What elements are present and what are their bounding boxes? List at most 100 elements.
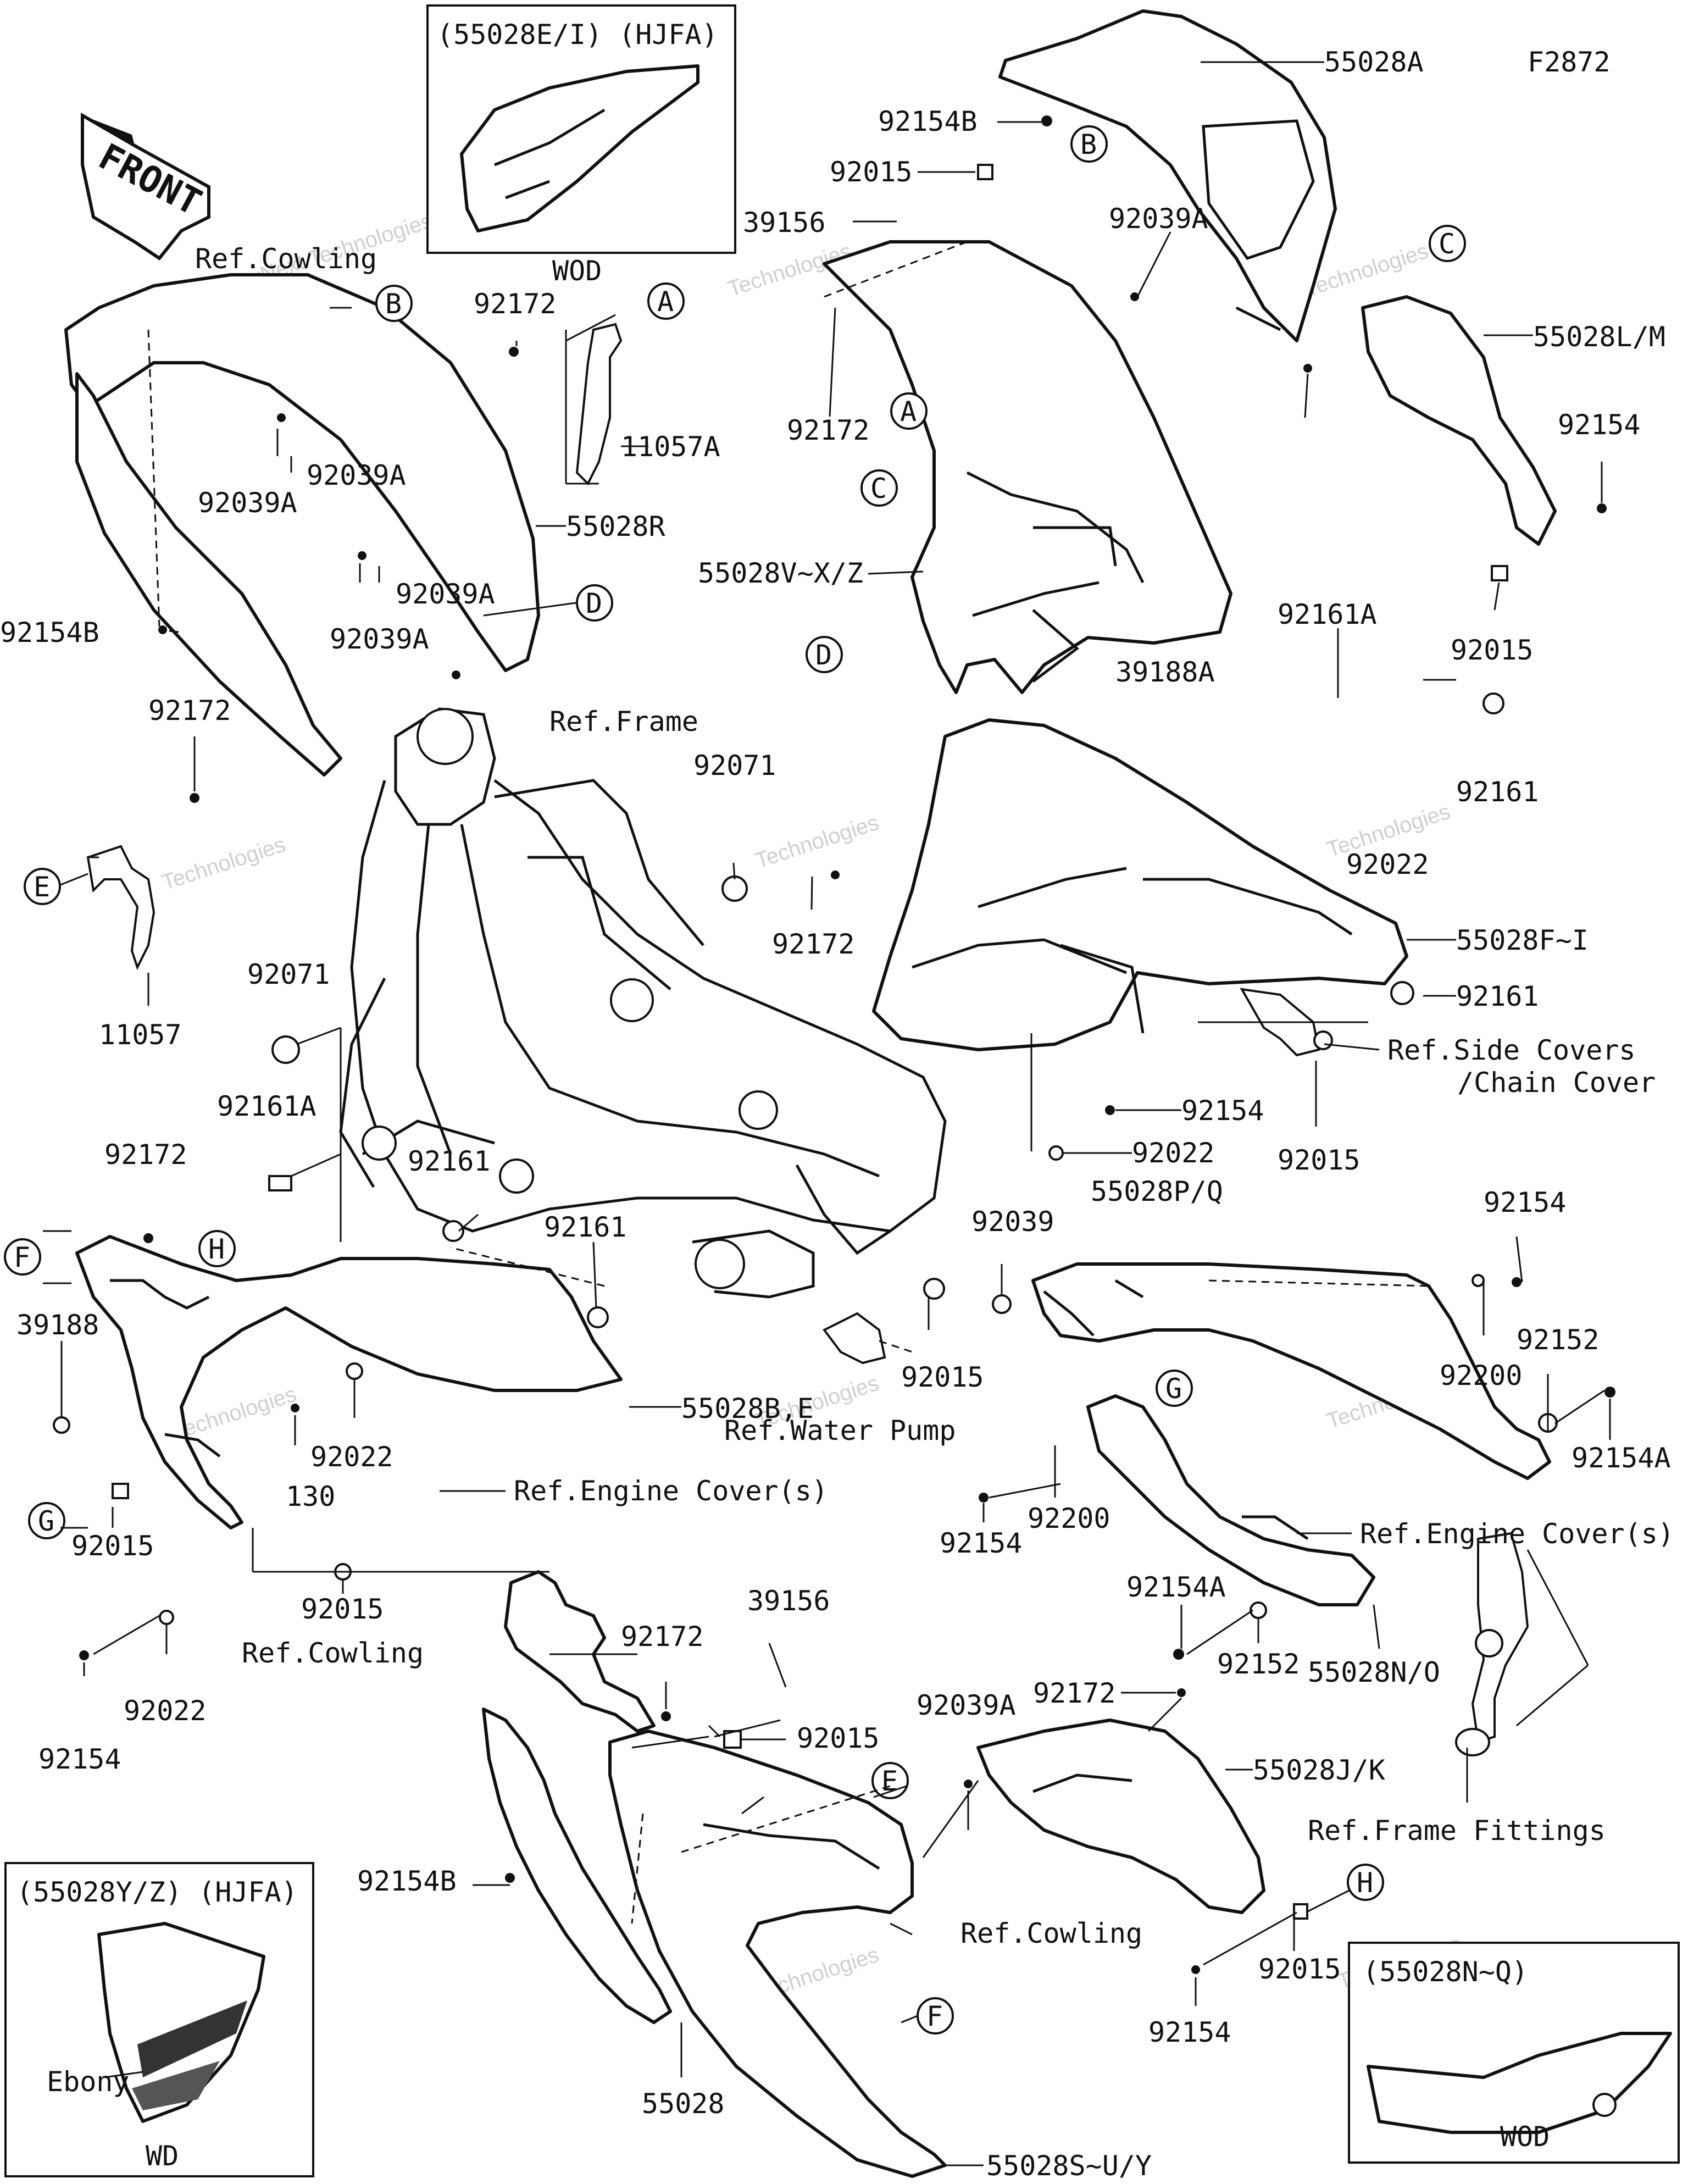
part-label: 92154 [1181,1095,1264,1127]
part-label: 92022 [124,1695,207,1727]
callout-H-1: H [198,1230,236,1267]
part-frame-fittings-bracket [1455,1532,1529,1756]
part-label: 92161 [1456,776,1539,808]
part-label: 92154 [1484,1187,1567,1218]
inset-caption: WD [146,2140,179,2172]
part-55028F-panel [872,718,1408,1051]
watermark: Technologies [159,833,288,895]
part-upper-cowl-bracket [504,1570,656,1733]
part-water-pump-bracket [822,1312,886,1365]
part-label: 39156 [747,1585,830,1617]
svg-text:F: F [14,1241,30,1273]
svg-text:B: B [1080,129,1097,160]
callout-B-2: B [375,285,413,322]
part-label: 92200 [1028,1503,1110,1534]
part-label: 55028J/K [1253,1754,1385,1786]
part-11057A-bracket [575,323,623,486]
svg-text:A: A [900,396,917,428]
svg-text:A: A [657,286,674,318]
part-label: 92154 [38,1743,121,1775]
part-label: 11057 [99,1019,182,1051]
svg-text:D: D [586,587,602,619]
part-55028P-lower-cover [1031,1262,1551,1480]
watermark: Technologies [752,811,882,873]
part-label: 92015 [830,156,913,188]
ref-label: Ref.Cowling [242,1637,424,1669]
part-55028L-bracket [1361,295,1557,546]
part-label: 92172 [621,1621,704,1653]
part-label: 92039A [307,459,406,491]
part-label: 92152 [1517,1324,1600,1356]
part-label: 55028 [642,2088,725,2120]
inset-title: (55028E/I) (HJFA) [437,19,718,51]
svg-text:F: F [926,2000,943,2032]
ref-label: Ref.Cowling [960,1917,1142,1949]
part-55028N-lower-rear [1086,1394,1375,1606]
part-label: 55028N/O [1308,1656,1440,1688]
inset-wod-bottom: (55028N~Q) WOD [1348,1942,1680,2164]
ref-label: Ref.Cowling [195,243,377,275]
part-label: 39188 [16,1309,99,1341]
part-label: 92161 [1456,980,1539,1012]
callout-A-2: A [890,392,928,430]
callout-A-1: A [647,282,685,320]
part-55028J-panel [976,1719,1265,1914]
inset-caption: WOD [552,255,602,287]
part-55028R-cover [64,273,540,777]
ref-label: /Chain Cover [1457,1067,1656,1099]
callout-C-1: C [1429,225,1466,262]
part-label: 55028F~I [1456,924,1589,956]
part-label: 92015 [901,1361,984,1393]
part-label: 39188A [1115,656,1215,688]
reference-labels: Ref.Cowling Ref.Frame Ref.Side Covers /C… [195,243,1674,1949]
part-label: 92039A [198,487,297,519]
part-label: 92022 [310,1441,393,1473]
svg-text:B: B [385,288,402,320]
ref-label: Ref.Water Pump [724,1415,956,1446]
callout-B-1: B [1070,125,1108,163]
callout-D-2: D [806,636,843,673]
svg-text:G: G [1165,1373,1182,1405]
svg-text:D: D [815,639,832,671]
callout-E-2: E [871,1762,909,1799]
part-label: 55028L/M [1533,321,1665,353]
part-label: 55028V~X/Z [698,557,863,589]
part-label: 92154A [1572,1442,1671,1474]
part-label: 92161A [1278,598,1377,630]
inset-wod-top: (55028E/I) (HJFA) WOD [426,4,736,287]
part-label: 55028R [566,511,666,542]
svg-text:E: E [34,871,50,903]
part-label: 92039A [330,623,429,655]
part-label: 92154A [1126,1571,1226,1603]
svg-text:C: C [1439,228,1455,260]
figure-code: F2872 [1528,46,1611,78]
part-label: 92161 [544,1211,627,1243]
callout-H-2: H [1347,1864,1384,1901]
part-label: 55028B,E [681,1393,814,1424]
part-label: 92022 [1132,1137,1215,1169]
callout-F-1: F [4,1238,41,1276]
part-55028-front-cover [482,1708,672,2024]
callout-F-2: F [917,1997,954,2035]
front-arrow: FRONT [81,112,210,261]
part-label: 92172 [148,695,231,727]
callout-D-1: D [576,584,613,622]
callout-G-2: G [28,1502,65,1539]
part-55028A-cowl [998,9,1337,342]
svg-text:G: G [38,1505,54,1537]
part-label: 92015 [71,1530,154,1562]
part-label: 92154B [357,1865,457,1897]
part-label: 92039 [971,1206,1054,1238]
ref-label: Ref.Frame Fittings [1308,1815,1606,1847]
part-label: 92015 [1278,1144,1361,1176]
ref-label: Ref.Side Covers [1387,1034,1636,1066]
part-label: 130 [286,1481,335,1512]
part-label: 92154B [878,106,978,137]
part-55028B-side-cover [75,1235,623,1529]
inset-title: (55028Y/Z) (HJFA) [16,1876,298,1908]
part-label: 11057A [621,431,720,463]
inset-caption: WOD [1500,2121,1550,2153]
svg-text:C: C [870,473,887,505]
inset-title: (55028N~Q) [1363,1956,1528,1988]
ref-label: Ref.Frame [549,706,698,738]
